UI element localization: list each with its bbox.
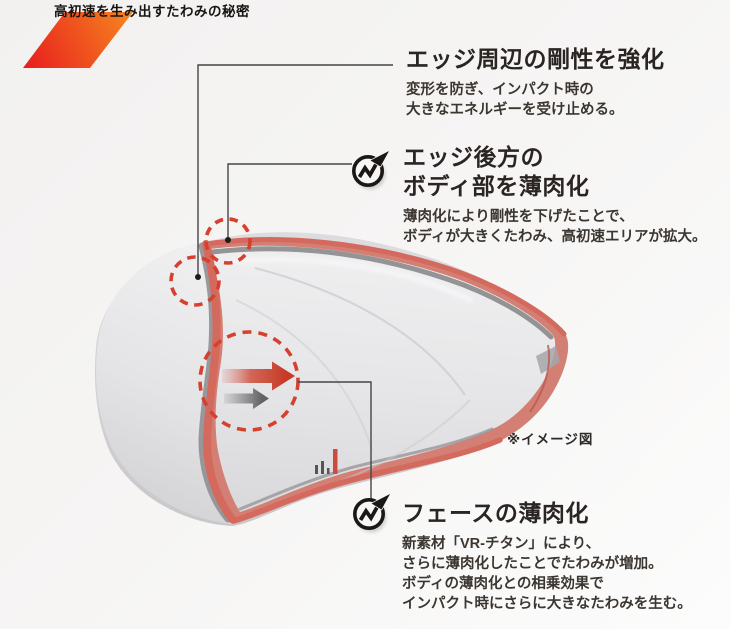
dashed-circle-face-thinning (198, 330, 300, 432)
face-highlight-streak (227, 256, 473, 303)
callout-edge-rigidity: エッジ周辺の剛性を強化 変形を防ぎ、インパクト時の 大きなエネルギーを受け止める… (406, 45, 665, 120)
heading-line: エッジ後方の (403, 145, 544, 170)
body-line: さらに薄肉化したことでたわみが増加。 (402, 556, 663, 572)
face-score-marks (315, 461, 330, 474)
heading-line: ボディ部を薄肉化 (403, 174, 590, 199)
dashed-circle-body-thinning (204, 217, 252, 265)
edge-red-band (202, 240, 236, 523)
callout-heading: エッジ周辺の剛性を強化 (406, 47, 665, 72)
body-line: 薄肉化により剛性を下げたことで、 (403, 209, 634, 225)
callout-body: 薄肉化により剛性を下げたことで、 ボディが大きくたわみ、高初速エリアが拡大。 (403, 207, 706, 247)
body-line: ボディの薄肉化との相乗効果で (402, 576, 604, 592)
body-line: 新素材「VR-チタン」により、 (402, 536, 601, 552)
face-plate (209, 245, 556, 513)
body-line: ボディが大きくたわみ、高初速エリアが拡大。 (403, 229, 707, 245)
page-title: 高初速を生み出すたわみの秘密 (54, 4, 250, 19)
image-disclaimer-note: ※イメージ図 (507, 432, 594, 447)
leader-dot (225, 237, 231, 243)
callout-face-thinning: フェースの薄肉化 新素材「VR-チタン」により、 さらに薄肉化したことでたわみが… (402, 499, 692, 614)
callout-heading: フェースの薄肉化 (402, 501, 589, 526)
sole-shadow-band (238, 427, 494, 511)
crown-red-edge (203, 237, 567, 337)
face-red-mark (333, 449, 338, 474)
body-line: インパクト時にさらに大きなたわみを生む。 (402, 596, 692, 612)
callout-body: 新素材「VR-チタン」により、 さらに薄肉化したことでたわみが増加。 ボディの薄… (402, 534, 692, 614)
heel-edge-line (529, 344, 551, 413)
body-crown (96, 242, 233, 524)
leader-dot (195, 274, 201, 280)
crown-shadow-band (209, 246, 554, 340)
face-streak (235, 299, 373, 451)
body-line: 変形を防ぎ、インパクト時の (406, 82, 594, 98)
callout-body-thinning: エッジ後方の ボディ部を薄肉化 薄肉化により剛性を下げたことで、 ボディが大きく… (403, 143, 706, 247)
trend-arrow-icon (353, 492, 392, 533)
callout-body: 変形を防ぎ、インパクト時の 大きなエネルギーを受け止める。 (406, 80, 665, 120)
sole-red-edge (230, 437, 503, 524)
leader-line-edge-rigidity (197, 64, 393, 276)
heel-facet (536, 346, 560, 374)
body-line: 大きなエネルギーを受け止める。 (406, 102, 624, 118)
trend-arrow-icon (352, 149, 391, 190)
callout-heading: エッジ後方の ボディ部を薄肉化 (403, 143, 706, 201)
title-slash-accent (23, 12, 133, 68)
gray-flex-arrow (224, 388, 269, 409)
red-flex-arrow (222, 361, 295, 391)
face-streak (254, 267, 466, 396)
leader-line-face-thinning (298, 381, 372, 499)
leader-line-body-thinning (227, 163, 352, 238)
dashed-circle-edge-rigidity (169, 255, 221, 307)
